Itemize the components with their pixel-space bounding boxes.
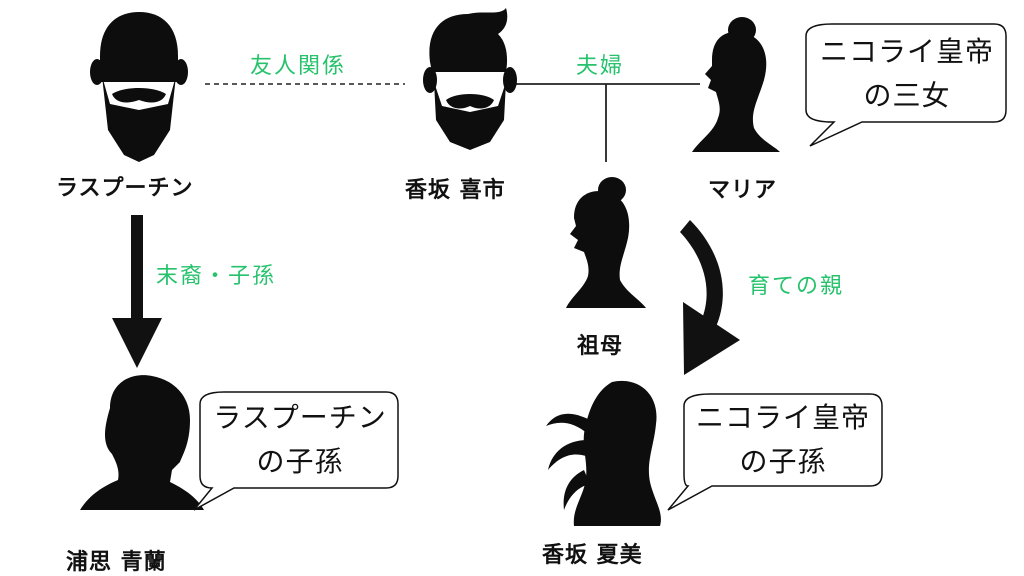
bearded-man-icon — [423, 8, 517, 150]
speech-bubble-maria — [805, 23, 1007, 147]
relation-foster-label: 育ての親 — [748, 274, 845, 299]
foster-arrow — [680, 220, 740, 375]
name-rasputin: ラスプーチン — [56, 176, 194, 201]
name-maria: マリア — [708, 178, 778, 203]
long-hair-woman-icon — [546, 380, 661, 526]
bubble-natsumi-text: ニコライ皇帝 の子孫 — [686, 396, 880, 484]
bubble-natsumi-line2: の子孫 — [739, 445, 827, 478]
bubble-urashi-text: ラスプーチン の子孫 — [204, 396, 396, 484]
speech-bubble-natsumi — [667, 393, 883, 511]
bubble-maria-text: ニコライ皇帝 の三女 — [812, 30, 1002, 118]
name-grandmother: 祖母 — [577, 334, 624, 359]
short-hair-person-icon — [80, 375, 204, 510]
bubble-maria-line2: の三女 — [863, 79, 951, 112]
name-urashi-seiran: 浦思 青蘭 — [66, 550, 167, 575]
bubble-maria-line1: ニコライ皇帝 — [819, 35, 994, 68]
bearded-man-icon — [90, 12, 188, 162]
relation-descendant-label: 末裔・子孫 — [156, 264, 277, 289]
relation-married-label: 夫婦 — [576, 54, 625, 79]
name-kosaka-natsumi: 香坂 夏美 — [542, 543, 643, 568]
woman-silhouette-icon — [692, 17, 780, 153]
woman-bun-silhouette-icon — [566, 177, 646, 308]
bubble-natsumi-line1: ニコライ皇帝 — [695, 401, 870, 434]
descent-arrow — [112, 215, 162, 368]
bubble-urashi-line2: の子孫 — [256, 445, 344, 478]
speech-bubble-urashi — [193, 391, 399, 511]
name-kosaka-kiichi: 香坂 喜市 — [405, 178, 506, 203]
relation-friends-label: 友人関係 — [250, 54, 347, 79]
bubble-urashi-line1: ラスプーチン — [213, 401, 387, 434]
